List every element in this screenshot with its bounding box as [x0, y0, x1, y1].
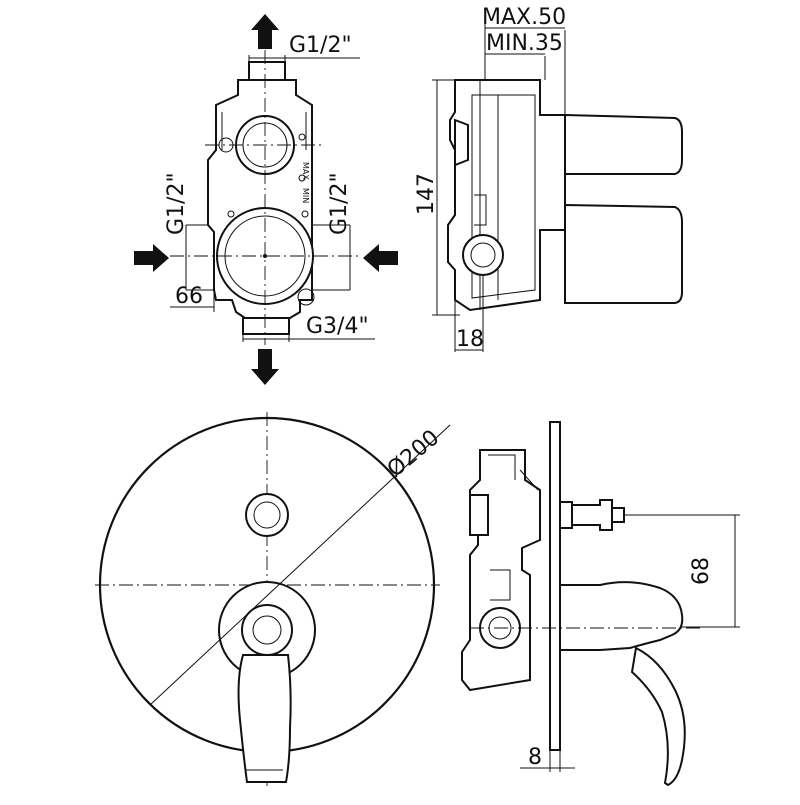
spacing-68-label: 68 [689, 557, 714, 585]
height-147-label: 147 [414, 173, 439, 215]
bottom-thread-label: G3/4" [306, 314, 369, 339]
valve-body-front-view: MAX MIN G1/2" G1/2" G1/2" 66 G3/4" [134, 14, 398, 385]
top-thread-label: G1/2" [289, 33, 352, 58]
assembly-side-view: 68 8 [461, 421, 740, 787]
valve-body-side-view: MAX.50 MIN.35 147 18 [414, 5, 683, 352]
max-mark: MAX [301, 162, 310, 180]
right-thread-label: G1/2" [327, 172, 352, 235]
plate-thickness-label: 8 [528, 745, 542, 770]
arrow-down-icon [251, 349, 279, 385]
max-depth-label: MAX.50 [482, 5, 566, 30]
min-mark: MIN [301, 188, 310, 203]
arrow-right-icon [134, 244, 169, 272]
arrow-left-icon [363, 244, 398, 272]
cover-plate-front-view: Ø200 [95, 412, 451, 790]
depth-18-label: 18 [456, 327, 484, 352]
plate-diameter-label: Ø200 [383, 425, 445, 482]
arrow-up-icon [251, 14, 279, 49]
width-66-label: 66 [175, 284, 203, 309]
min-depth-label: MIN.35 [486, 31, 563, 56]
left-thread-label: G1/2" [164, 172, 189, 235]
